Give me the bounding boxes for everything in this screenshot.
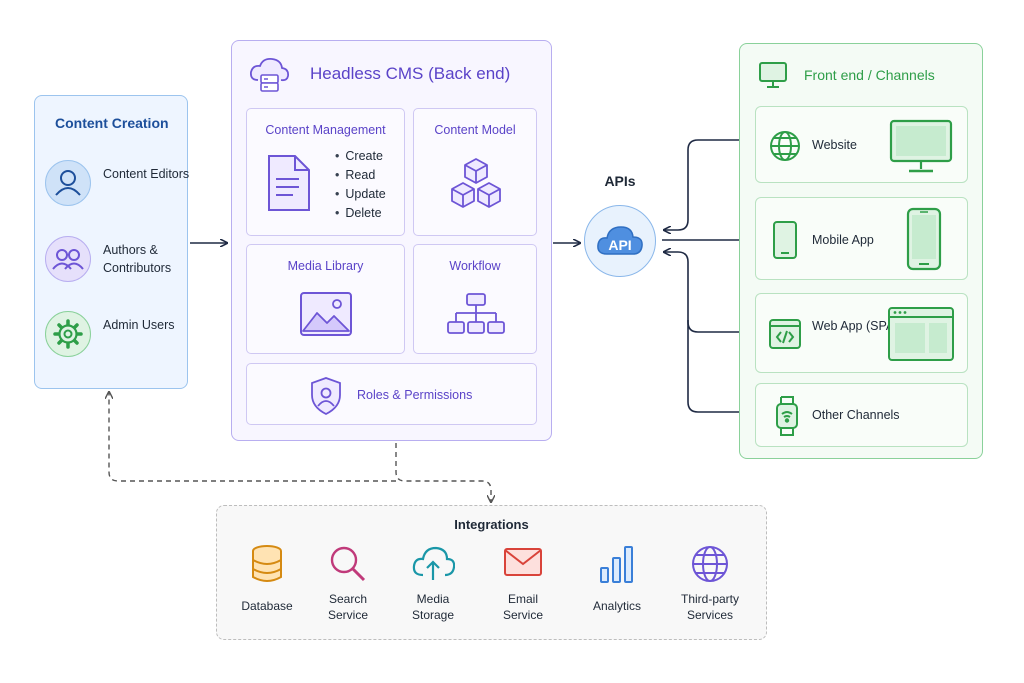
card-title: Content Management bbox=[265, 123, 386, 137]
media-library-card: Media Library bbox=[246, 244, 405, 354]
desktop-monitor-icon bbox=[889, 119, 953, 180]
api-node: API bbox=[584, 205, 656, 277]
integration-third-party: Third-party Services bbox=[665, 544, 755, 623]
cloud-upload-icon bbox=[388, 544, 478, 586]
op-delete: Delete bbox=[335, 204, 386, 223]
integration-label: Third-party Services bbox=[680, 592, 739, 622]
role-admin-users: Admin Users bbox=[45, 309, 185, 359]
integrations-panel: Integrations Database Search Service Med… bbox=[216, 505, 767, 640]
integration-search: Search Service bbox=[303, 544, 393, 623]
role-content-editors: Content Editors bbox=[45, 158, 189, 208]
integration-label: Analytics bbox=[592, 599, 642, 613]
front-end-panel: Front end / Channels Website Mobile App … bbox=[739, 43, 983, 459]
integration-email: Email Service bbox=[478, 544, 568, 623]
phone-icon bbox=[772, 220, 798, 265]
document-icon bbox=[265, 153, 313, 218]
content-creation-panel: Content Creation Content Editors Authors… bbox=[34, 95, 189, 389]
card-title: Content Model bbox=[434, 123, 516, 137]
crud-list: Create Read Update Delete bbox=[335, 147, 386, 223]
mail-icon bbox=[478, 544, 568, 586]
op-update: Update bbox=[335, 185, 385, 204]
browser-window-icon bbox=[887, 306, 955, 367]
code-icon bbox=[768, 317, 802, 356]
role-label: Admin Users bbox=[103, 318, 175, 332]
workflow-icon bbox=[446, 291, 506, 344]
user-icon bbox=[45, 160, 91, 206]
dashed-link-cms-integrations bbox=[395, 443, 491, 502]
smartwatch-icon bbox=[774, 395, 800, 442]
globe-icon bbox=[665, 544, 755, 586]
headless-cms-panel: Headless CMS (Back end) Content Manageme… bbox=[231, 40, 552, 441]
image-icon bbox=[299, 291, 353, 342]
op-read: Read bbox=[335, 166, 386, 185]
cloud-server-icon bbox=[248, 56, 290, 101]
channel-label: Web App (SPA) bbox=[812, 319, 899, 333]
search-icon bbox=[303, 544, 393, 586]
channel-label: Website bbox=[812, 138, 857, 152]
workflow-card: Workflow bbox=[413, 244, 537, 354]
role-label: Authors & Contributors bbox=[103, 243, 172, 275]
bar-chart-icon bbox=[572, 544, 662, 586]
arrow-api-other bbox=[687, 320, 750, 412]
integration-analytics: Analytics bbox=[572, 544, 662, 614]
card-title: Media Library bbox=[287, 259, 364, 273]
monitor-icon bbox=[758, 60, 788, 95]
channel-mobile-app: Mobile App bbox=[755, 197, 968, 280]
card-title: Workflow bbox=[449, 259, 501, 273]
channel-website: Website bbox=[755, 106, 968, 183]
front-end-title: Front end / Channels bbox=[804, 67, 935, 83]
globe-icon bbox=[768, 129, 802, 168]
database-icon bbox=[222, 544, 312, 586]
cubes-icon bbox=[446, 155, 506, 220]
cms-title: Headless CMS (Back end) bbox=[310, 64, 511, 83]
content-model-card: Content Model bbox=[413, 108, 537, 236]
arrow-api-webapp bbox=[664, 252, 750, 332]
content-management-card: Content Management Create Read Update De… bbox=[246, 108, 405, 236]
smartphone-icon bbox=[906, 207, 942, 276]
shield-user-icon bbox=[309, 376, 343, 421]
content-creation-title: Content Creation bbox=[55, 115, 169, 131]
role-label: Content Editors bbox=[103, 167, 190, 181]
channel-label: Mobile App bbox=[812, 233, 874, 247]
integration-label: Media Storage bbox=[411, 592, 455, 622]
channel-web-app: Web App (SPA) bbox=[755, 293, 968, 373]
arrow-api-website bbox=[664, 140, 750, 230]
roles-permissions-card: Roles & Permissions bbox=[246, 363, 537, 425]
cloud-icon bbox=[595, 220, 645, 265]
channel-label: Other Channels bbox=[812, 408, 900, 422]
apis-heading: APIs bbox=[604, 173, 636, 189]
dashed-link-creation-integrations bbox=[109, 392, 396, 482]
integration-label: Database bbox=[241, 599, 293, 613]
card-title: Roles & Permissions bbox=[357, 388, 473, 402]
integration-database: Database bbox=[222, 544, 312, 614]
integration-media-storage: Media Storage bbox=[388, 544, 478, 623]
api-badge: API bbox=[608, 237, 632, 253]
integration-label: Email Service bbox=[502, 592, 543, 622]
role-authors-contributors: Authors & Contributors bbox=[45, 234, 185, 284]
gear-icon bbox=[45, 311, 91, 357]
channel-other: Other Channels bbox=[755, 383, 968, 447]
integrations-title: Integrations bbox=[454, 517, 529, 532]
op-create: Create bbox=[335, 147, 386, 166]
users-icon bbox=[45, 236, 91, 282]
integration-label: Search Service bbox=[327, 592, 368, 622]
